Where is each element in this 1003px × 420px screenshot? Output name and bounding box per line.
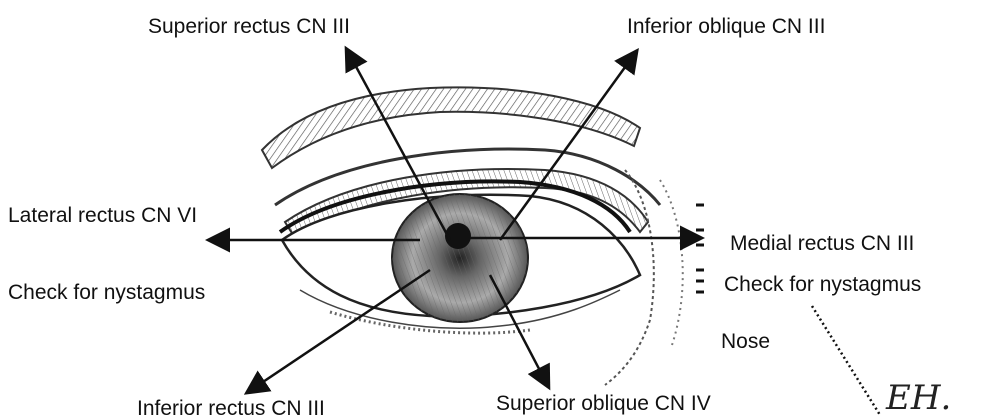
label-inferior-oblique: Inferior oblique CN III <box>627 16 825 37</box>
label-superior-rectus: Superior rectus CN III <box>148 16 350 37</box>
label-superior-oblique: Superior oblique CN IV <box>496 393 711 414</box>
author-signature: EH. <box>886 378 951 418</box>
label-inferior-rectus: Inferior rectus CN III <box>137 398 325 419</box>
label-check-nystagmus-right: Check for nystagmus <box>724 274 921 295</box>
tick-marks <box>696 205 704 292</box>
iris <box>392 194 528 322</box>
label-lateral-rectus: Lateral rectus CN VI <box>8 205 197 226</box>
label-check-nystagmus-left: Check for nystagmus <box>8 282 205 303</box>
label-medial-rectus: Medial rectus CN III <box>730 233 914 254</box>
label-nose: Nose <box>721 331 770 352</box>
dotted-pointer <box>812 306 880 415</box>
